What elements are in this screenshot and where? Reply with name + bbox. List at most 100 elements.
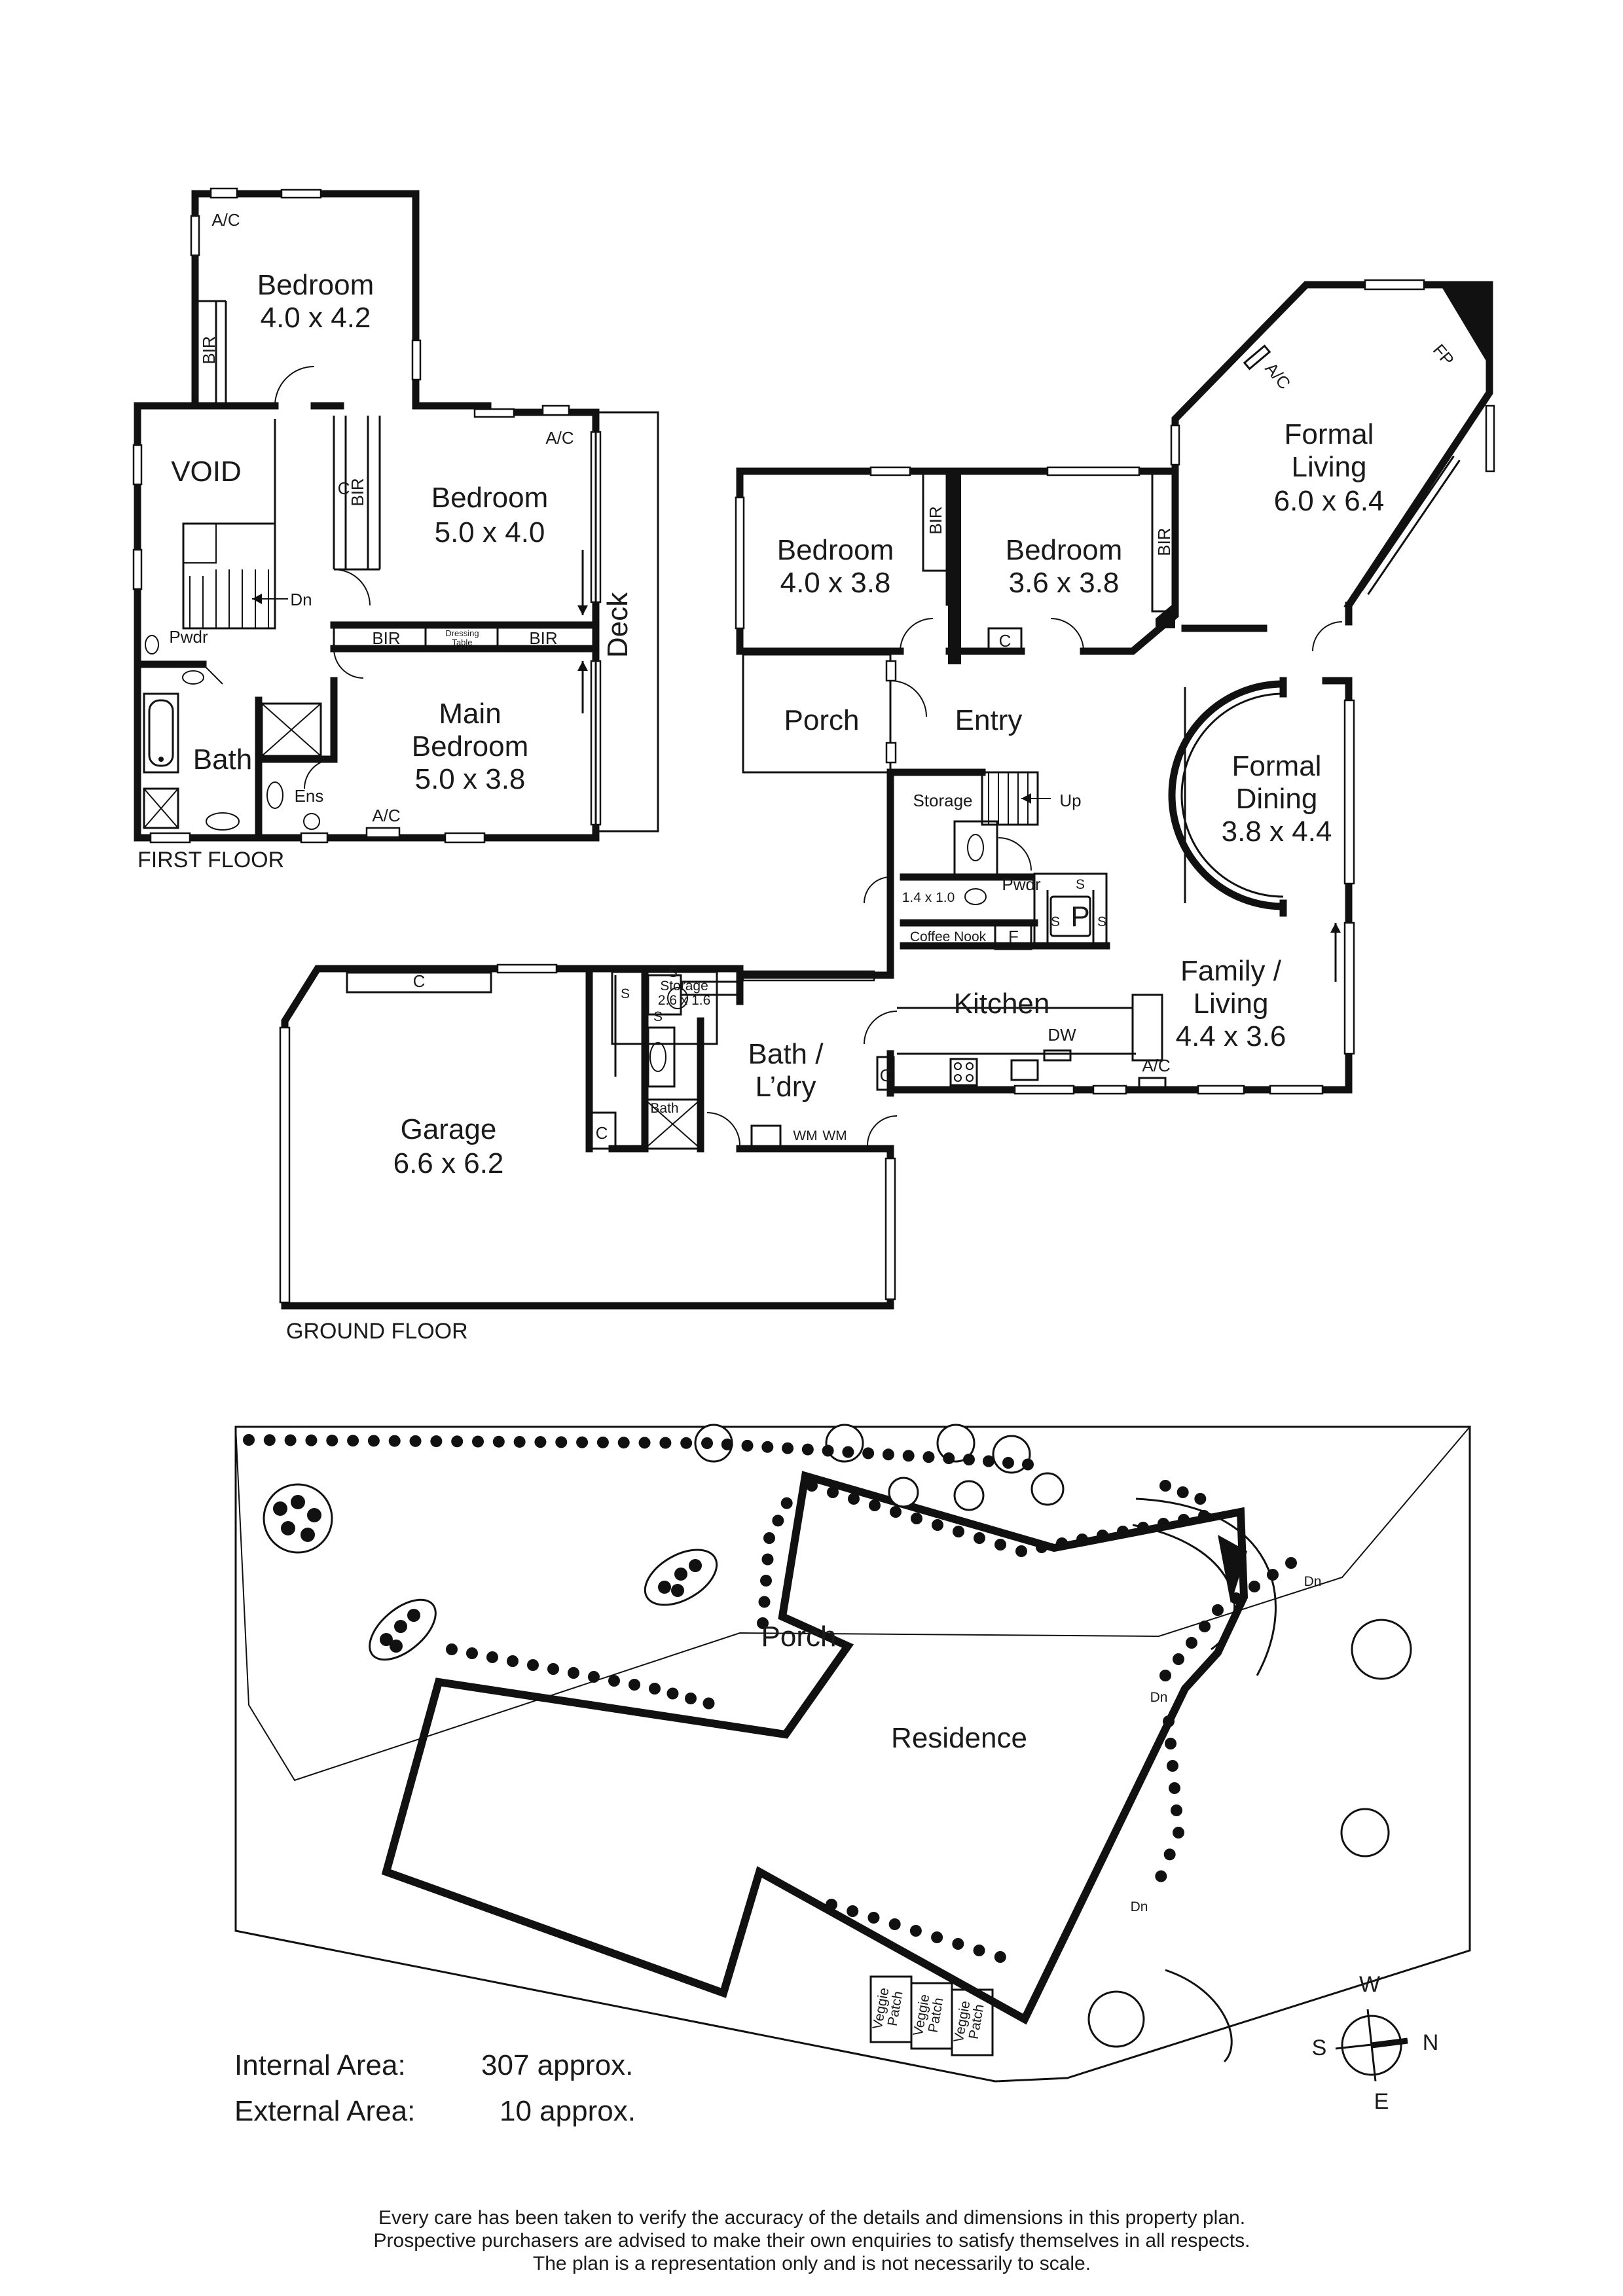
hedge-dot (983, 1455, 994, 1467)
hedge-dot (617, 1437, 630, 1449)
hedge-dot (629, 1679, 640, 1691)
bir-label: BIR (372, 628, 400, 648)
room-name: Bedroom (412, 730, 529, 762)
room-name: Kitchen (954, 988, 1050, 1020)
hedge-dot (1117, 1526, 1129, 1537)
hedge-dot (666, 1687, 679, 1700)
disclaimer-line: The plan is a representation only and is… (533, 2253, 1091, 2274)
hedge-dot (931, 1931, 943, 1943)
hedge-dot (902, 1450, 915, 1462)
hedge-dot (1171, 1804, 1182, 1816)
room-dims: 4.0 x 3.8 (780, 567, 891, 599)
hedge-dot (326, 1434, 338, 1446)
hedge-dot (952, 1938, 964, 1950)
hedge-dot (922, 1451, 935, 1463)
floor-title: GROUND FLOOR (286, 1319, 468, 1344)
hedge-dot (760, 1575, 772, 1587)
dressing-label: Dressing (445, 628, 479, 638)
shelf-label: S (621, 986, 630, 1001)
hedge-dot (932, 1519, 943, 1531)
hedge-dot (1267, 1569, 1279, 1581)
room-name: Bedroom (777, 534, 894, 566)
room-name: Bedroom (257, 269, 374, 301)
hedge-dot (1230, 1592, 1242, 1604)
bir-label: BIR (199, 336, 219, 364)
hedge-dot (741, 1439, 754, 1452)
shelf-label: S (653, 1009, 663, 1024)
hedge-dot (1022, 1458, 1034, 1471)
hedge-dot (243, 1434, 255, 1446)
hedge-dot (911, 1513, 922, 1524)
ground-floor-plan (279, 279, 1495, 1310)
ac-label: A/C (1142, 1056, 1170, 1075)
hedge-dot (1167, 1760, 1178, 1772)
room-name: Main (439, 698, 501, 730)
area-summary: Internal Area: 307 approx. External Area… (234, 2049, 636, 2127)
hedge-dot (1194, 1493, 1207, 1505)
hedge-dot (943, 1452, 955, 1465)
hedge-dot (847, 1905, 859, 1917)
porch-label: Porch (761, 1621, 837, 1653)
hedge-dot (974, 1532, 985, 1544)
room-name: Living (1292, 451, 1367, 483)
hedge-rows (243, 1434, 1297, 1963)
room-dims: 5.0 x 4.0 (435, 516, 545, 548)
hedge-dot (909, 1925, 922, 1937)
hedge-dot (827, 1486, 839, 1498)
washing-machine-label: WM (793, 1128, 817, 1143)
hedge-dot (596, 1436, 609, 1448)
hedge-dot (1186, 1637, 1197, 1649)
hedge-dot (862, 1447, 875, 1460)
shelf-label: S (1097, 914, 1106, 929)
hedge-dot (486, 1651, 498, 1663)
hedge-dot (782, 1442, 794, 1454)
hedge-dot (388, 1435, 401, 1447)
internal-area-label: Internal Area: (234, 2049, 406, 2081)
room-dims: 2.6 x 1.6 (658, 993, 711, 1008)
dn-label: Dn (1131, 1899, 1148, 1914)
hedge-dot (305, 1434, 318, 1446)
hedge-dot (780, 1497, 793, 1509)
hedge-dot (1285, 1557, 1297, 1569)
first-floor-plan (132, 187, 659, 844)
hedge-dot (507, 1655, 519, 1667)
compass-west: W (1359, 1972, 1380, 1997)
room-name: Bedroom (1006, 534, 1123, 566)
fridge-label: F (1008, 927, 1019, 946)
hedge-dot (534, 1436, 547, 1448)
bir-label: BIR (1154, 528, 1174, 556)
room-name: Bath / (748, 1038, 824, 1070)
hedge-dot (527, 1659, 539, 1671)
hedge-dot (1163, 1715, 1175, 1727)
room-name: Formal (1232, 750, 1322, 782)
hedge-dot (608, 1675, 620, 1687)
hedge-dot (1158, 1518, 1169, 1530)
hedge-dot (801, 1443, 814, 1456)
hedge-dot (973, 1945, 985, 1956)
hedge-dot (1173, 1827, 1184, 1839)
cupboard-label: C (413, 971, 426, 991)
room-name: L’dry (756, 1071, 816, 1103)
hedge-dot (822, 1444, 834, 1457)
ac-label: A/C (211, 210, 240, 230)
bir-label: BIR (926, 506, 945, 534)
first-floor-labels: A/C Bedroom 4.0 x 4.2 BIR VOID C BIR A/C… (137, 210, 634, 872)
hedge-dot (1249, 1581, 1260, 1592)
room-dims: 3.6 x 3.8 (1009, 567, 1120, 599)
dn-label: Dn (290, 590, 312, 609)
hedge-dot (1097, 1530, 1108, 1541)
compass-south: S (1312, 2036, 1327, 2060)
hedge-dot (882, 1448, 894, 1461)
external-area-value: 10 approx. (500, 2095, 636, 2127)
hedge-dot (888, 1918, 901, 1930)
room-name: Pwdr (1002, 874, 1041, 894)
hedge-dot (649, 1683, 661, 1695)
shelf-label: S (1051, 914, 1060, 929)
ac-label: A/C (372, 806, 400, 825)
cupboard-label: C (999, 631, 1012, 651)
hedge-dot (472, 1435, 484, 1448)
shelf-label: S (668, 965, 678, 980)
room-name: Dining (1236, 783, 1318, 815)
hedge-dot (1036, 1541, 1048, 1553)
